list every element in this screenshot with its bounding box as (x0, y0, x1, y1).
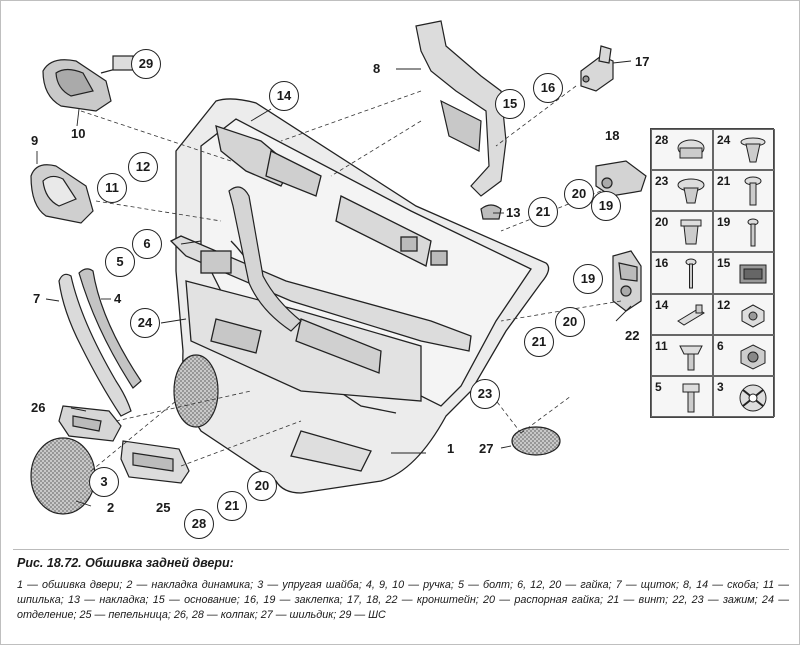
bracket-22 (612, 250, 642, 312)
callout-14: 14 (269, 81, 299, 111)
callout-1: 1 (447, 441, 455, 456)
grid-cell-24: 24 (713, 129, 775, 171)
handle-10 (42, 55, 134, 112)
bracket-clip-icon (677, 304, 705, 326)
grid-cell-3: 3 (713, 375, 775, 417)
callout-4: 4 (114, 291, 122, 306)
grid-num: 15 (717, 256, 731, 271)
grid-num: 24 (717, 133, 731, 147)
callout-3: 3 (89, 467, 119, 497)
callout-26: 26 (31, 400, 46, 415)
grid-cell-16: 16 (651, 252, 713, 294)
grid-cell-21: 21 (713, 170, 775, 212)
callout-21b: 21 (524, 327, 554, 357)
screw-icon (744, 176, 762, 206)
grid-cell-5: 5 (651, 375, 713, 417)
callout-21a: 21 (528, 197, 558, 227)
callout-8: 8 (373, 61, 381, 76)
grid-num: 14 (655, 297, 669, 312)
ashtray-25 (120, 440, 190, 484)
grid-num: 16 (655, 256, 669, 271)
callout-28: 28 (184, 509, 214, 539)
bolt-icon (682, 383, 700, 413)
callout-24: 24 (130, 308, 160, 338)
stud-icon (679, 345, 703, 371)
handle-9 (30, 164, 94, 224)
callout-22: 22 (625, 328, 640, 343)
door-trim-exploded-diagram (30, 20, 647, 515)
expansion-nut-icon (680, 219, 702, 245)
clip-icon (740, 137, 766, 163)
rivet-icon (747, 218, 759, 247)
callout-15: 15 (495, 89, 525, 119)
callout-18: 18 (605, 128, 620, 143)
cap-26 (58, 405, 122, 442)
hex-nut-icon (740, 344, 766, 370)
base-icon (739, 264, 767, 284)
callout-27: 27 (479, 441, 494, 456)
bracket-17 (580, 45, 614, 92)
grid-cell-6: 6 (713, 334, 775, 376)
callout-29: 29 (131, 49, 161, 79)
grid-num: 21 (717, 174, 731, 189)
callout-17: 17 (635, 54, 650, 69)
grid-num: 20 (655, 215, 669, 230)
grid-num: 5 (655, 379, 662, 394)
callout-20a: 20 (564, 179, 594, 209)
grid-cell-14: 14 (651, 293, 713, 335)
door-panel (169, 98, 550, 494)
callout-11: 11 (97, 173, 127, 203)
speaker-grille-door (173, 354, 219, 428)
callout-23: 23 (470, 379, 500, 409)
trim-strips (58, 268, 142, 417)
grid-cell-23: 23 (651, 170, 713, 212)
callout-19a: 19 (591, 191, 621, 221)
grid-cell-12: 12 (713, 293, 775, 335)
callout-5: 5 (105, 247, 135, 277)
armrest-strip (228, 186, 302, 332)
fasteners-grid: 28 24 23 21 20 19 16 15 (650, 128, 775, 418)
callout-16: 16 (533, 73, 563, 103)
clamp-icon (677, 178, 705, 204)
callout-21c: 21 (217, 491, 247, 521)
callout-25: 25 (156, 500, 171, 515)
cover-13 (480, 204, 502, 220)
rivet-long-icon (685, 258, 697, 289)
grid-num: 11 (655, 338, 668, 353)
caption-title: Рис. 18.72. Обшивка задней двери: (17, 556, 234, 570)
bracket-8 (415, 20, 507, 197)
grid-num: 12 (717, 297, 731, 312)
grid-cell-19: 19 (713, 211, 775, 253)
figure-caption: Рис. 18.72. Обшивка задней двери: 1 — об… (13, 549, 789, 623)
callout-12: 12 (128, 152, 158, 182)
grid-num: 3 (717, 379, 724, 394)
callout-19b: 19 (573, 264, 603, 294)
callout-9: 9 (31, 133, 39, 148)
bracket-18 (595, 160, 647, 197)
callout-20b: 20 (555, 307, 585, 337)
grid-cell-15: 15 (713, 252, 775, 294)
grid-num: 23 (655, 174, 669, 189)
callout-7: 7 (33, 291, 41, 306)
grid-cell-28: 28 (651, 129, 713, 171)
grid-cell-11: 11 (651, 334, 713, 376)
callout-20c: 20 (247, 471, 277, 501)
spring-washer-icon (739, 384, 767, 412)
callout-13: 13 (506, 205, 521, 220)
callout-10: 10 (71, 126, 86, 141)
grid-num: 19 (717, 215, 731, 230)
cap-icon (677, 139, 705, 159)
nut-icon (741, 303, 765, 328)
speaker-cover-2 (30, 437, 96, 515)
grid-num: 6 (717, 338, 724, 353)
callout-2: 2 (107, 500, 115, 515)
grid-num: 28 (655, 133, 669, 147)
callout-6: 6 (132, 229, 162, 259)
grid-cell-20: 20 (651, 211, 713, 253)
caption-legend: 1 — обшивка двери; 2 — накладка динамика… (17, 579, 789, 621)
badge-27 (511, 426, 561, 456)
